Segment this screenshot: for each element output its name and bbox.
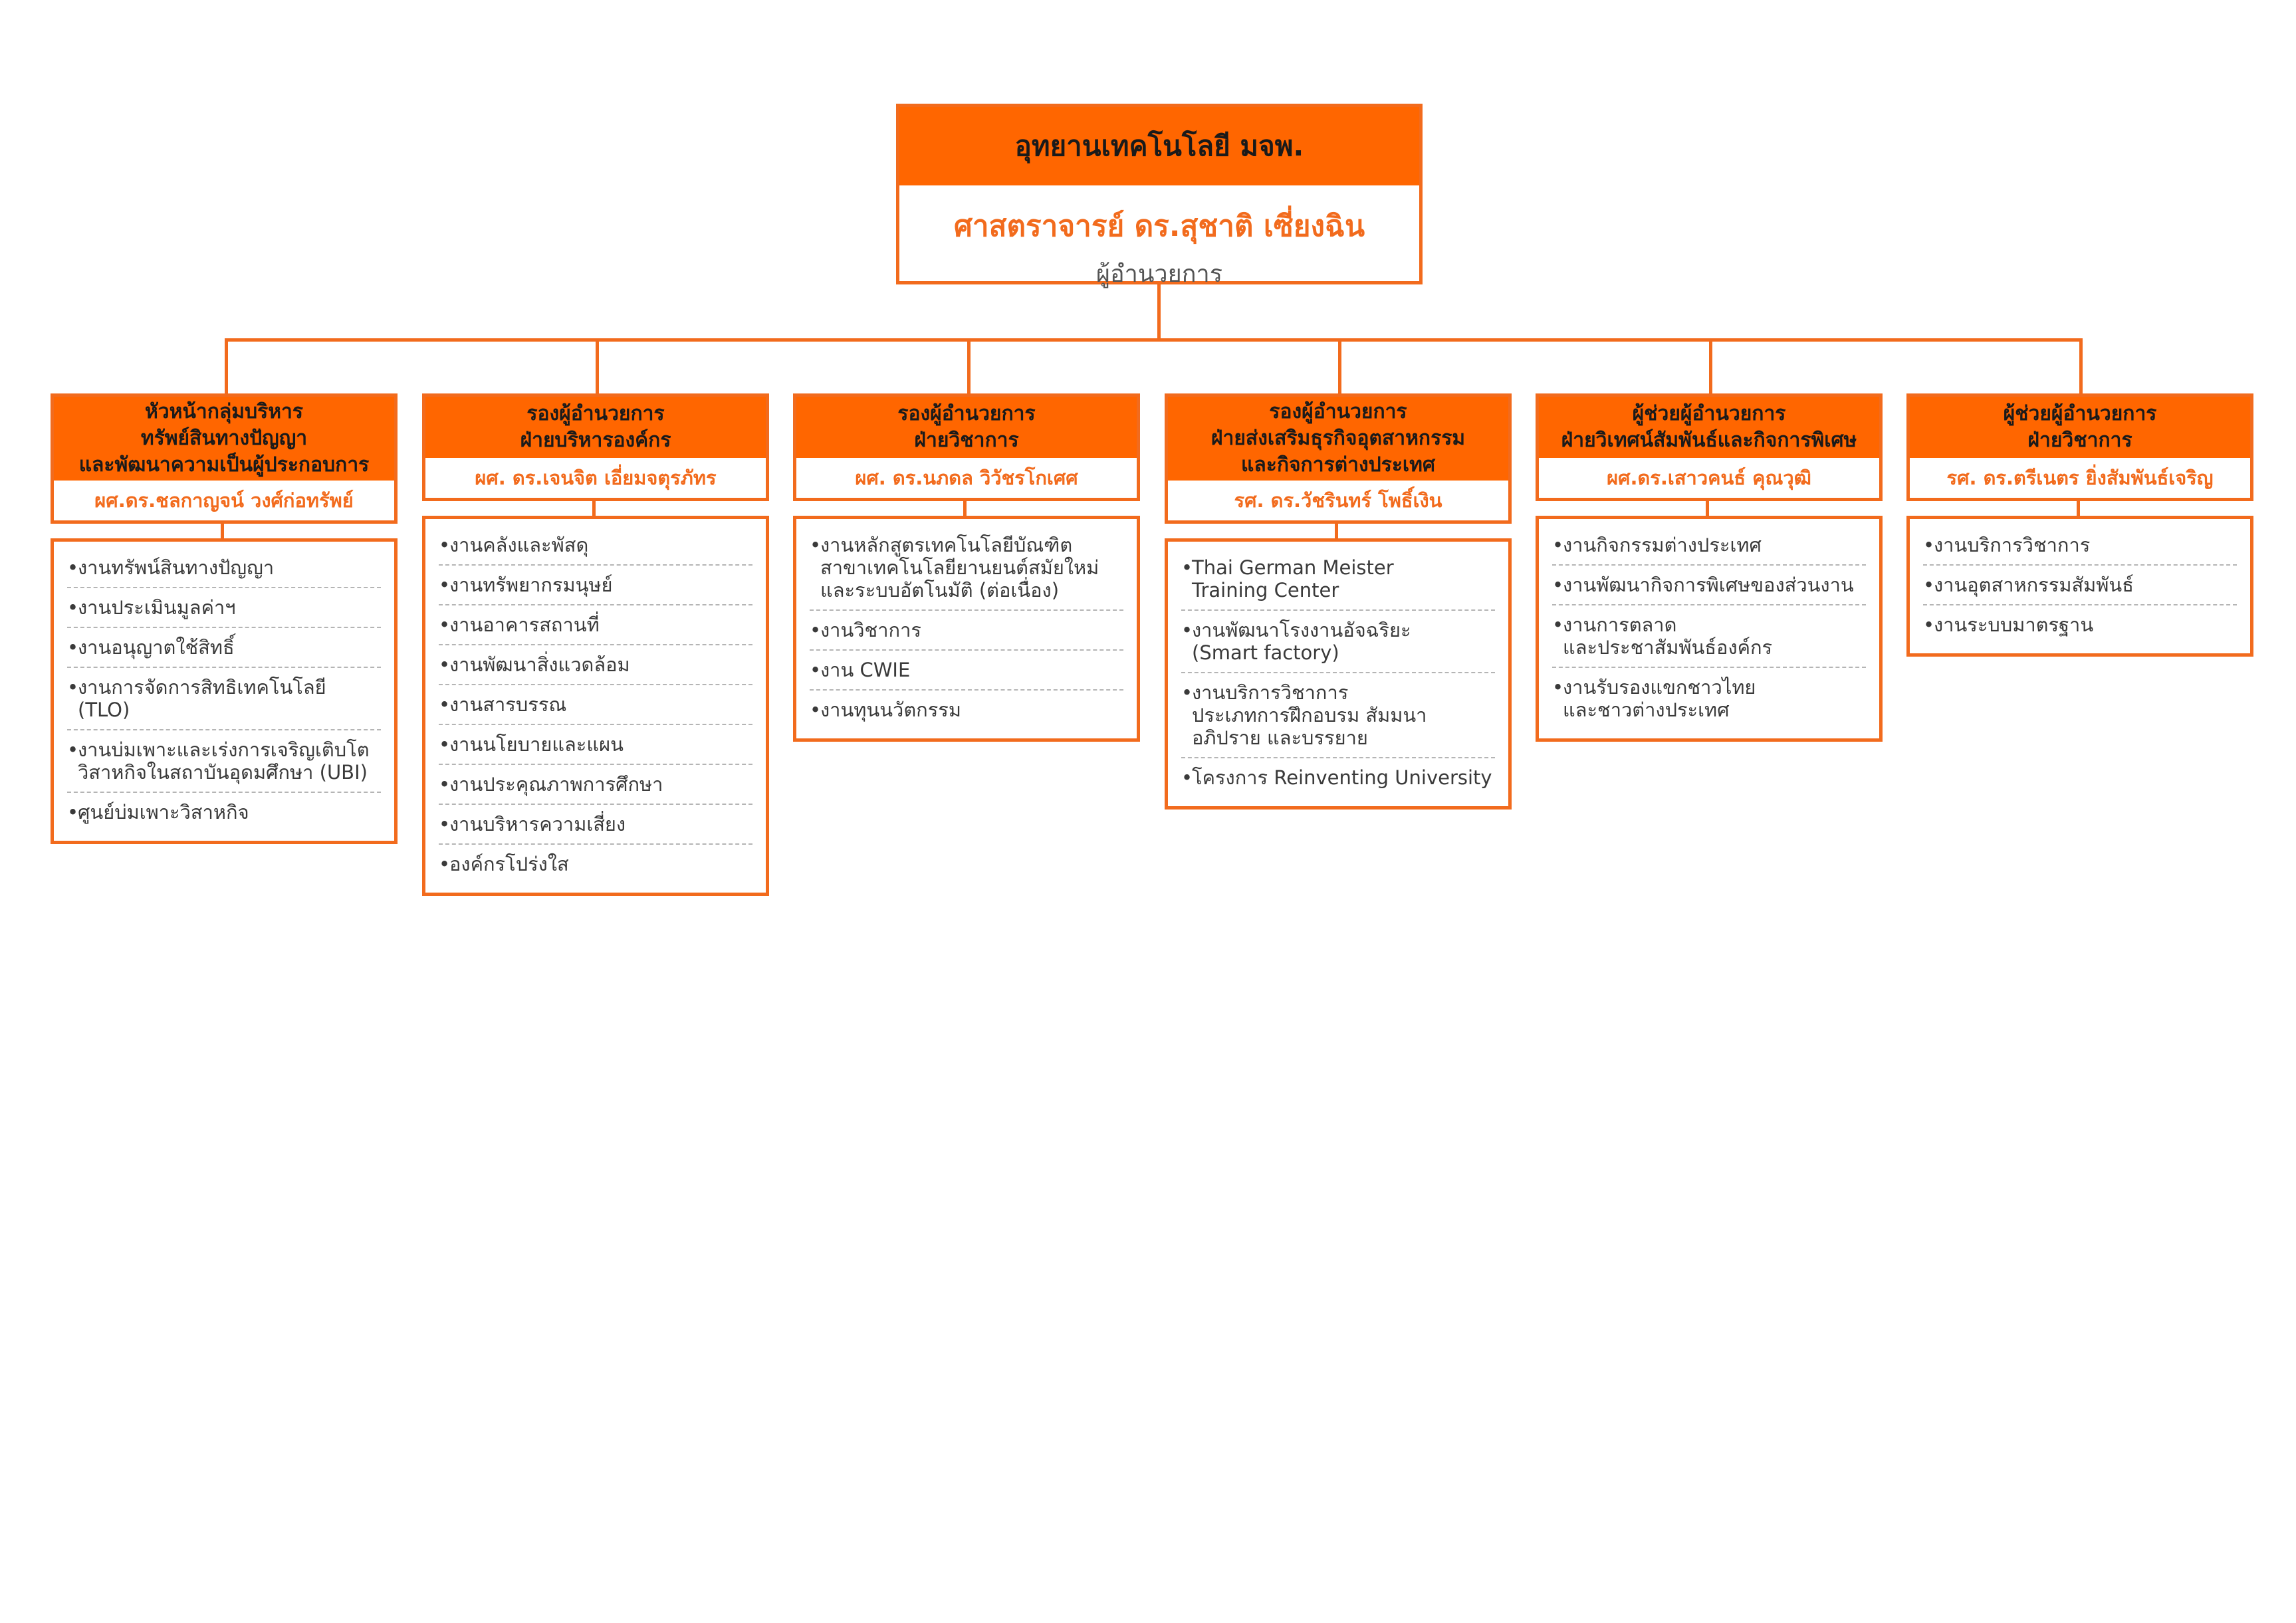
task-item: งานบริหารความเสี่ยง bbox=[439, 805, 752, 845]
unit-column-academic: รองผู้อำนวยการ ฝ่ายวิชาการ ผศ. ดร.นภดล ว… bbox=[793, 393, 1140, 742]
task-item: งานการจัดการสิทธิเทคโนโลยี (TLO) bbox=[67, 668, 381, 730]
unit-title: รองผู้อำนวยการ ฝ่ายวิชาการ bbox=[796, 397, 1137, 458]
task-item: งานรับรองแขกชาวไทย และชาวต่างประเทศ bbox=[1552, 668, 1866, 729]
task-item: โครงการ Reinventing University bbox=[1181, 758, 1495, 797]
task-item: งานทุนนวัตกรรม bbox=[810, 691, 1123, 729]
drop-line-5 bbox=[1709, 338, 1712, 394]
drop-line-4 bbox=[1338, 338, 1341, 394]
task-item: งานวิชาการ bbox=[810, 611, 1123, 651]
unit-stem bbox=[963, 501, 967, 516]
task-item: งานประเมินมูลค่าฯ bbox=[67, 588, 381, 628]
task-item: ศูนย์บ่มเพาะวิสาหกิจ bbox=[67, 793, 381, 831]
unit-head-box: รองผู้อำนวยการ ฝ่ายวิชาการ ผศ. ดร.นภดล ว… bbox=[793, 393, 1140, 501]
task-item: งานบริการวิชาการ ประเภทการฝึกอบรม สัมมนา… bbox=[1181, 673, 1495, 758]
task-item: งานอุตสาหกรรมสัมพันธ์ bbox=[1923, 566, 2237, 605]
task-item: งานประคุณภาพการศึกษา bbox=[439, 765, 752, 805]
unit-column-admin: รองผู้อำนวยการ ฝ่ายบริหารองค์กร ผศ. ดร.เ… bbox=[422, 393, 769, 896]
unit-stem bbox=[1706, 501, 1709, 516]
unit-head-box: รองผู้อำนวยการ ฝ่ายบริหารองค์กร ผศ. ดร.เ… bbox=[422, 393, 769, 501]
unit-column-international: ผู้ช่วยผู้อำนวยการ ฝ่ายวิเทศน์สัมพันธ์แล… bbox=[1536, 393, 1883, 742]
unit-head-name: รศ. ดร.วัชรินทร์ โพธิ์เงิน bbox=[1234, 489, 1442, 512]
unit-head-box: ผู้ช่วยผู้อำนวยการ ฝ่ายวิชาการ รศ. ดร.ตร… bbox=[1906, 393, 2253, 501]
drop-line-3 bbox=[967, 338, 971, 394]
org-title: อุทยานเทคโนโลยี มจพ. bbox=[899, 107, 1419, 185]
task-item: งานพัฒนาโรงงานอัจฉริยะ (Smart factory) bbox=[1181, 611, 1495, 673]
unit-head-box: หัวหน้ากลุ่มบริหาร ทรัพย์สินทางปัญญา และ… bbox=[51, 393, 398, 524]
task-item: งานพัฒนาสิ่งแวดล้อม bbox=[439, 645, 752, 685]
task-item: งานทรัพน์สินทางปัญญา bbox=[67, 548, 381, 588]
unit-head-name: ผศ. ดร.เจนจิต เอี่ยมจตุรภัทร bbox=[475, 467, 717, 489]
director-role: ผู้อำนวยการ bbox=[1095, 261, 1223, 288]
unit-task-list: Thai German Meister Training Center งานพ… bbox=[1165, 538, 1512, 810]
unit-title: ผู้ช่วยผู้อำนวยการ ฝ่ายวิชาการ bbox=[1910, 397, 2250, 458]
unit-task-list: งานกิจกรรมต่างประเทศ งานพัฒนากิจการพิเศษ… bbox=[1536, 516, 1883, 742]
director-name: ศาสตราจารย์ ดร.สุชาติ เซี่ยงฉิน bbox=[953, 209, 1365, 243]
unit-head-name: ผศ. ดร.นภดล วิวัชรโกเศศ bbox=[855, 467, 1078, 489]
trunk-line bbox=[1157, 284, 1161, 340]
task-item: งานอนุญาตใช้สิทธิ์ bbox=[67, 628, 381, 668]
task-item: งาน CWIE bbox=[810, 651, 1123, 691]
unit-head-name: ผศ.ดร.เสาวคนธ์ คุณวุฒิ bbox=[1607, 467, 1811, 489]
drop-line-2 bbox=[596, 338, 599, 394]
unit-column-services: ผู้ช่วยผู้อำนวยการ ฝ่ายวิชาการ รศ. ดร.ตร… bbox=[1906, 393, 2253, 657]
drop-line-1 bbox=[225, 338, 228, 394]
task-item: งานทรัพยากรมนุษย์ bbox=[439, 566, 752, 605]
unit-task-list: งานหลักสูตรเทคโนโลยีบัณฑิต สาขาเทคโนโลยี… bbox=[793, 516, 1140, 742]
task-item: งานบริการวิชาการ bbox=[1923, 526, 2237, 566]
unit-head-name: รศ. ดร.ตรีเนตร ยิ่งสัมพันธ์เจริญ bbox=[1946, 467, 2214, 489]
unit-stem bbox=[221, 524, 224, 538]
horizontal-bus-line bbox=[225, 338, 2083, 342]
task-item: งานพัฒนากิจการพิเศษของส่วนงาน bbox=[1552, 566, 1866, 605]
drop-line-6 bbox=[2079, 338, 2083, 394]
director-box: อุทยานเทคโนโลยี มจพ. ศาสตราจารย์ ดร.สุชา… bbox=[896, 104, 1423, 288]
unit-task-list: งานคลังและพัสดุ งานทรัพยากรมนุษย์ งานอาค… bbox=[422, 516, 769, 896]
unit-title: รองผู้อำนวยการ ฝ่ายส่งเสริมธุรกิจอุตสาหก… bbox=[1168, 397, 1508, 481]
unit-stem bbox=[2077, 501, 2080, 516]
task-item: งานบ่มเพาะและเร่งการเจริญเติบโต วิสาหกิจ… bbox=[67, 730, 381, 793]
unit-head-name: ผศ.ดร.ชลกาญจน์ วงศ์ก่อทรัพย์ bbox=[94, 489, 354, 512]
unit-column-ip: หัวหน้ากลุ่มบริหาร ทรัพย์สินทางปัญญา และ… bbox=[51, 393, 398, 844]
task-item: Thai German Meister Training Center bbox=[1181, 548, 1495, 611]
task-item: งานสารบรรณ bbox=[439, 685, 752, 725]
unit-title: รองผู้อำนวยการ ฝ่ายบริหารองค์กร bbox=[425, 397, 766, 458]
unit-title: หัวหน้ากลุ่มบริหาร ทรัพย์สินทางปัญญา และ… bbox=[54, 397, 394, 481]
unit-stem bbox=[1335, 524, 1338, 538]
task-item: งานอาคารสถานที่ bbox=[439, 605, 752, 645]
task-item: งานระบบมาตรฐาน bbox=[1923, 605, 2237, 644]
unit-title: ผู้ช่วยผู้อำนวยการ ฝ่ายวิเทศน์สัมพันธ์แล… bbox=[1539, 397, 1879, 458]
unit-task-list: งานบริการวิชาการ งานอุตสาหกรรมสัมพันธ์ ง… bbox=[1906, 516, 2253, 657]
unit-head-box: ผู้ช่วยผู้อำนวยการ ฝ่ายวิเทศน์สัมพันธ์แล… bbox=[1536, 393, 1883, 501]
task-item: งานกิจกรรมต่างประเทศ bbox=[1552, 526, 1866, 566]
unit-stem bbox=[592, 501, 596, 516]
task-item: งานการตลาด และประชาสัมพันธ์องค์กร bbox=[1552, 605, 1866, 668]
task-item: องค์กรโปร่งใส bbox=[439, 845, 752, 883]
unit-column-industry: รองผู้อำนวยการ ฝ่ายส่งเสริมธุรกิจอุตสาหก… bbox=[1165, 393, 1512, 810]
task-item: งานหลักสูตรเทคโนโลยีบัณฑิต สาขาเทคโนโลยี… bbox=[810, 526, 1123, 611]
task-item: งานนโยบายและแผน bbox=[439, 725, 752, 765]
unit-head-box: รองผู้อำนวยการ ฝ่ายส่งเสริมธุรกิจอุตสาหก… bbox=[1165, 393, 1512, 524]
unit-task-list: งานทรัพน์สินทางปัญญา งานประเมินมูลค่าฯ ง… bbox=[51, 538, 398, 844]
task-item: งานคลังและพัสดุ bbox=[439, 526, 752, 566]
